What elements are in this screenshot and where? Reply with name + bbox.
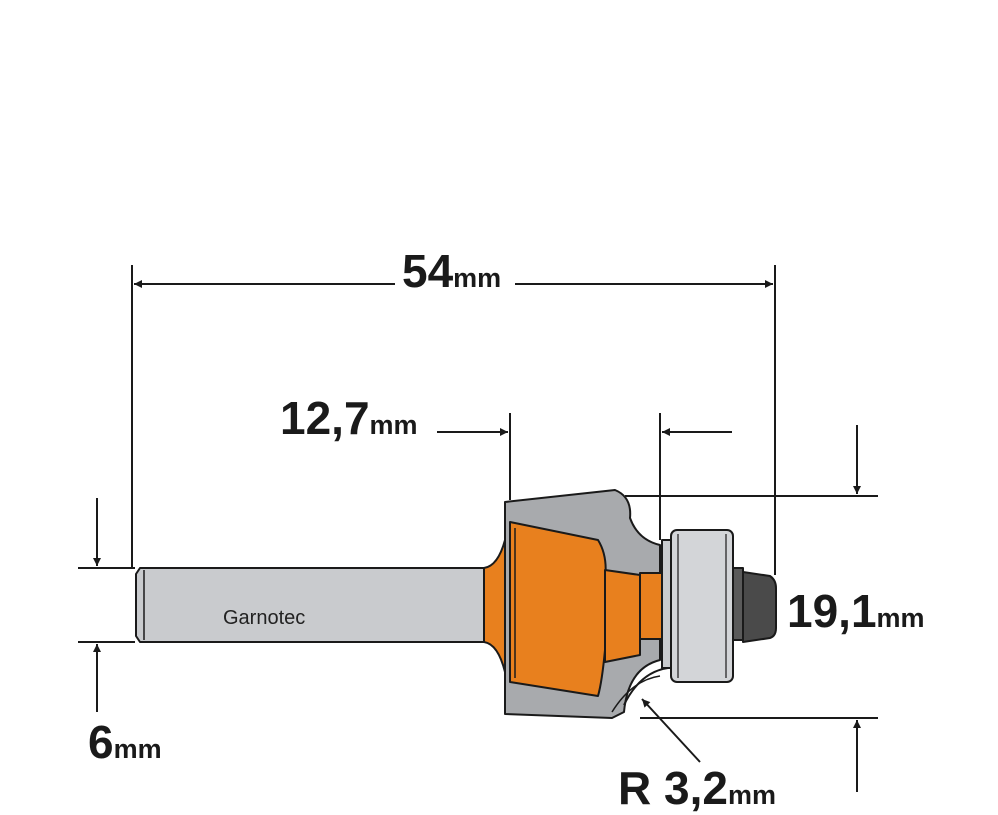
cutting-diameter-unit: mm: [877, 603, 925, 633]
shank-diameter-value: 6: [88, 716, 114, 768]
cutting-length-value: 12,7: [280, 392, 370, 444]
cutting-length-label: 12,7mm: [280, 392, 418, 444]
radius-value: R 3,2: [618, 762, 728, 814]
cutting-length-unit: mm: [370, 410, 418, 440]
radius-unit: mm: [728, 780, 776, 810]
extension-lines: [78, 265, 878, 719]
overall-length-label: 54mm: [402, 245, 501, 297]
cutter-body: [509, 521, 607, 697]
cutter-ring: [604, 569, 641, 663]
overall-length-value: 54: [402, 245, 454, 297]
body-collar: [483, 539, 506, 673]
spindle-neck: [639, 572, 663, 640]
dimension-arrows: [93, 280, 861, 792]
overall-length-unit: mm: [453, 263, 501, 293]
screw: [742, 571, 777, 643]
shank-diameter-label: 6mm: [88, 716, 162, 768]
cutting-diameter-label: 19,1mm: [787, 585, 925, 637]
shank: [135, 567, 485, 643]
brand-label: Garnotec: [223, 607, 305, 629]
radius-leader-arrow: [641, 698, 701, 763]
washer: [661, 539, 672, 669]
shank-diameter-unit: mm: [114, 734, 162, 764]
screw-head-base: [732, 567, 744, 641]
router-bit: [135, 489, 777, 719]
radius-label: R 3,2mm: [618, 762, 776, 814]
bearing: [670, 529, 734, 683]
cutting-diameter-value: 19,1: [787, 585, 877, 637]
